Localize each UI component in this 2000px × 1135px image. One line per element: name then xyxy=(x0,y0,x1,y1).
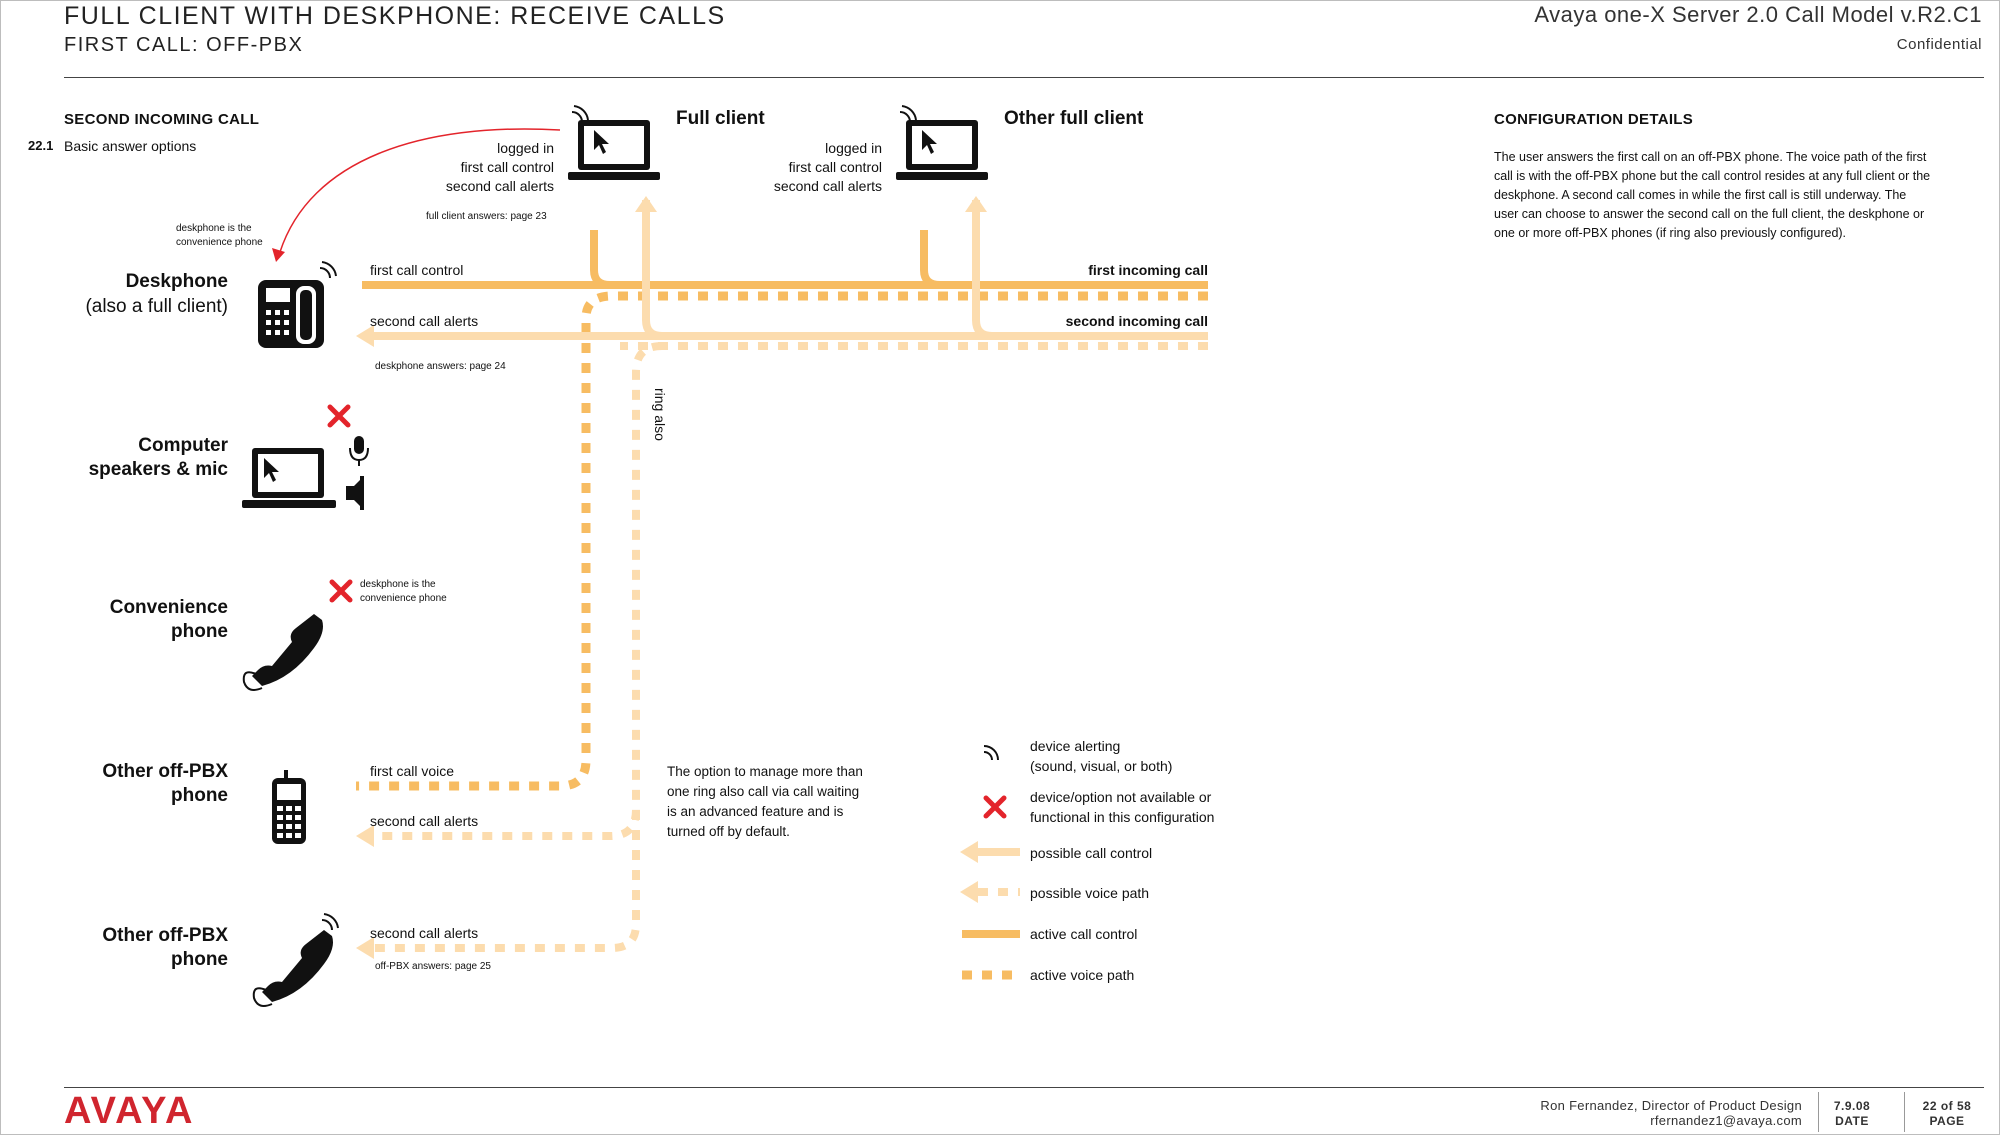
footer-page-label: PAGE xyxy=(1929,1114,1965,1128)
offpbx2-name-line1: Other off-PBX xyxy=(102,925,228,946)
other-client-status-first-control: first call control xyxy=(788,159,882,175)
alerting-icon xyxy=(571,105,589,123)
deskphone-note-line1: deskphone is the xyxy=(176,223,252,234)
second-call-alerts-line xyxy=(356,196,1208,347)
deskphone-subtitle: (also a full client) xyxy=(85,296,228,317)
possible-call-control-swatch xyxy=(960,841,1020,863)
first-voice-path xyxy=(356,291,1208,791)
footer-email[interactable]: rfernandez1@avaya.com xyxy=(1650,1113,1802,1128)
redirect-arrow xyxy=(272,128,561,262)
second-incoming-call-label: second incoming call xyxy=(1065,313,1208,329)
ring-also-label: ring also xyxy=(652,388,668,441)
page-title: FULL CLIENT WITH DESKPHONE: RECEIVE CALL… xyxy=(64,2,726,30)
config-text: The user answers the first call on an of… xyxy=(1494,150,1931,240)
full-client-status-second-alerts: second call alerts xyxy=(445,178,554,194)
confidential-label: Confidential xyxy=(1896,36,1982,53)
page-subtitle: FIRST CALL: OFF-PBX xyxy=(64,34,304,56)
section-heading: SECOND INCOMING CALL xyxy=(64,111,260,128)
deskphone-icon xyxy=(258,280,324,348)
offpbx1-name-line2: phone xyxy=(171,785,228,806)
convenience-name-line2: phone xyxy=(171,621,228,642)
alerting-icon xyxy=(321,913,339,931)
handset-icon xyxy=(252,930,333,1007)
laptop-icon xyxy=(242,448,336,508)
speaker-icon xyxy=(346,476,364,510)
deskphone-answers-link[interactable]: deskphone answers: page 24 xyxy=(375,361,506,372)
unavailable-x-icon xyxy=(329,579,353,603)
call-waiting-note: The option to manage more than one ring … xyxy=(667,764,863,839)
full-client-name: Full client xyxy=(676,108,765,129)
possible-voice-path-swatch xyxy=(960,881,1020,903)
config-heading: CONFIGURATION DETAILS xyxy=(1494,111,1694,128)
microphone-icon xyxy=(349,436,369,466)
legend-unavailable-line2: functional in this configuration xyxy=(1030,809,1215,825)
footer-separator xyxy=(1904,1092,1905,1132)
unavailable-x-icon xyxy=(327,404,351,428)
footer-date-label: DATE xyxy=(1835,1114,1869,1128)
second-call-alerts-label: second call alerts xyxy=(370,313,479,329)
unavailable-x-icon xyxy=(983,795,1007,819)
footer-divider xyxy=(64,1087,1984,1088)
offpbx1-name-line1: Other off-PBX xyxy=(102,761,228,782)
footer-separator xyxy=(1818,1092,1819,1132)
laptop-icon xyxy=(896,120,988,180)
document-title: Avaya one-X Server 2.0 Call Model v.R2.C… xyxy=(1534,2,1982,27)
footer-date-value: 7.9.08 xyxy=(1833,1099,1871,1113)
mobile-phone-icon xyxy=(272,770,306,844)
item-label[interactable]: Basic answer options xyxy=(64,138,197,154)
item-number: 22.1 xyxy=(28,138,54,153)
alerting-icon xyxy=(899,105,917,123)
footer-author: Ron Fernandez, Director of Product Desig… xyxy=(1540,1098,1802,1113)
legend-unavailable-line1: device/option not available or xyxy=(1030,789,1212,805)
other-client-status-second-alerts: second call alerts xyxy=(773,178,882,194)
computer-name-line2: speakers & mic xyxy=(88,459,228,480)
deskphone-note-line2: convenience phone xyxy=(176,237,263,248)
convenience-name-line1: Convenience xyxy=(109,597,228,618)
computer-name-line1: Computer xyxy=(138,435,228,456)
full-client-answers-link[interactable]: full client answers: page 23 xyxy=(426,211,547,222)
second-voice-path xyxy=(356,342,1208,959)
convenience-note-line2: convenience phone xyxy=(360,593,447,604)
legend-possible-voice-path: possible voice path xyxy=(1030,885,1150,901)
full-client-status-first-control: first call control xyxy=(460,159,554,175)
legend-alerting-line2: (sound, visual, or both) xyxy=(1030,758,1173,774)
laptop-icon xyxy=(568,120,660,180)
legend-alerting-line1: device alerting xyxy=(1030,738,1121,754)
avaya-logo: AVAYA xyxy=(64,1090,195,1132)
offpbx1-second-call-alerts-label: second call alerts xyxy=(370,813,479,829)
footer-page-value: 22 of 58 xyxy=(1922,1099,1972,1113)
handset-icon xyxy=(242,614,323,691)
offpbx2-second-call-alerts-label: second call alerts xyxy=(370,925,479,941)
first-call-voice-label: first call voice xyxy=(370,763,455,779)
first-call-control-line xyxy=(362,230,1208,289)
legend-active-call-control: active call control xyxy=(1030,926,1138,942)
convenience-note-line1: deskphone is the xyxy=(360,579,436,590)
offpbx-answers-link[interactable]: off-PBX answers: page 25 xyxy=(375,961,491,972)
alerting-icon xyxy=(983,745,999,761)
deskphone-name: Deskphone xyxy=(125,271,228,292)
legend-active-voice-path: active voice path xyxy=(1030,967,1135,983)
legend-possible-call-control: possible call control xyxy=(1030,845,1153,861)
first-call-control-label: first call control xyxy=(370,262,464,278)
full-client-status-logged-in: logged in xyxy=(497,140,554,156)
alerting-icon xyxy=(319,261,337,279)
first-incoming-call-label: first incoming call xyxy=(1088,262,1208,278)
other-full-client-name: Other full client xyxy=(1004,108,1144,129)
other-client-status-logged-in: logged in xyxy=(825,140,882,156)
header-divider xyxy=(64,77,1984,78)
offpbx2-name-line2: phone xyxy=(171,949,228,970)
